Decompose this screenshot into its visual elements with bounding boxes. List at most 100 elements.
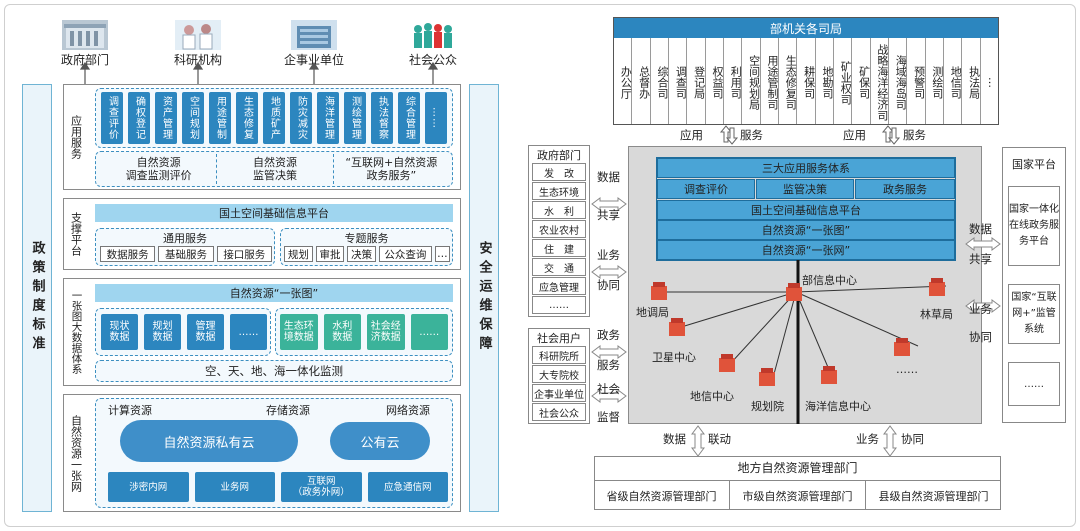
app-bottom-item: 自然资源 监管决策 [217,154,334,184]
app-services-title: 应用服务 [69,115,83,159]
local-dept-item: 县级自然资源管理部门 [878,489,989,503]
ministry-item: 权益司 [706,38,724,124]
general-service-item: 接口服务 [216,246,272,262]
supervision-bar: 监管决策 [756,179,854,199]
ministry-item: 耕保司 [797,38,816,124]
network-title: 自然资源一张网 [69,414,83,492]
network-label: 自然资源一张网 [66,398,86,508]
national-item-supervision: 国家“互联网+”监管系统 [1008,284,1060,344]
survey-eval-bar: 调查评价 [657,179,755,199]
ministry-item: 战略海洋经济司 [871,38,889,124]
compute-resource-label: 计算资源 [108,404,152,417]
lab-business-right: 业务 [969,302,992,316]
network-resource-label: 网络资源 [386,404,430,417]
center-bars [656,157,956,261]
node-ocean: 海洋信息中心 [805,400,871,413]
ministry-item: 生态修复司 [779,38,798,124]
node-geo-info: 地信中心 [690,390,734,403]
spatial-platform-bar: 国土空间基础信息平台 [95,204,453,222]
app-item: 确权登记 [128,92,150,144]
ministry-title: 部机关各司局 [614,18,998,38]
app-item: 防灾减灾 [290,92,312,144]
app-item: 生态修复 [236,92,258,144]
arrow-label-service1: 服务 [740,128,763,142]
bigdata-teal-items: 生态环 境数据水利 数据社会经 济数据…… [280,314,448,350]
bigdata-blue-item: 现状 数据 [101,314,138,350]
local-dept-title: 地方自然资源管理部门 [737,461,858,475]
national-item-more: …… [1008,362,1060,406]
one-map-bar: 自然资源“一张图” [95,284,453,302]
government-building-icon [62,20,108,50]
app-item: 空间规划 [182,92,204,144]
storage-resource-label: 存储资源 [266,404,310,417]
support-platform-label: 支撑平台 [66,202,86,266]
security-ops-column: 安全运维保障 [469,84,499,512]
gov-service-bar: 政务服务 [855,179,955,199]
node-info-center: 部信息中心 [802,274,857,287]
ministry-item: 登记局 [687,38,706,124]
one-map-center-bar: 自然资源“一张图” [657,220,955,240]
one-net-center-bar: 自然资源“一张网” [657,240,955,260]
general-service-item: 基础服务 [158,246,214,262]
ministry-item: 地勘司 [816,38,834,124]
special-service-item: 决策 [347,246,377,262]
lab-share-left: 共享 [597,208,620,222]
private-cloud: 自然资源私有云 [120,420,298,462]
node-more: …… [896,363,918,376]
gov-dept-items: 发 改生态环境水 利农业农村住 建交 通应急管理…… [532,163,586,315]
ministry-items: 办公厅总督办综合司调查司登记局权益司利用司空间规划局用途管制司生态修复司耕保司地… [614,38,999,124]
app-bottom-item: “互联网+自然资源 政务服务” [345,156,438,182]
support-platform-title: 支撑平台 [69,212,83,256]
general-service-item: 数据服务 [100,246,156,262]
social-user-item: 社会公众 [532,403,586,421]
gov-dept-item: 水 利 [532,201,586,219]
arrow-label-app2: 应用 [843,128,866,142]
ministry-item: 预警司 [907,38,926,124]
ministry-item: 空间规划局 [742,38,761,124]
national-platform-box [1002,147,1066,423]
lab-service-left: 服务 [597,358,620,372]
network-item: 涉密内网 [108,472,189,502]
social-users-box [528,328,590,424]
bigdata-teal-item: …… [410,314,448,350]
lab-link-bottom: 联动 [708,432,731,446]
general-services-title: 通用服务 [163,232,207,245]
local-dept-box [594,456,1001,510]
app-item: 地质矿产 [263,92,285,144]
top-label-gov: 政府部门 [60,53,109,67]
lab-data-right: 数据 [969,222,992,236]
app-item: …… [425,92,447,144]
bigdata-label: 一张图大数据体系 [66,282,86,382]
building-geo-survey [651,282,667,300]
app-item: 用途管制 [209,92,231,144]
special-services-title: 专题服务 [344,232,389,245]
national-item-online-gov: 国家一体化在线政务服务平台 [1008,186,1060,266]
top-label-enterprise: 企事业单位 [283,53,344,67]
building-info-center [786,283,802,301]
gov-dept-item: 交 通 [532,258,586,276]
building-satellite [669,318,685,336]
network-item: 互联网 （政务外网） [281,472,362,502]
building-ocean [821,366,837,384]
ministry-item: 矿业权司 [834,38,853,124]
ministry-center-arrows [719,125,901,145]
figure-frame [4,4,1076,527]
special-service-item: 规划 [284,246,313,262]
node-geo-survey: 地调局 [636,306,669,319]
left-double-arrows [591,197,627,403]
app-item: 调查评价 [101,92,123,144]
app-item: 综合管理 [398,92,420,144]
social-user-item: 大专院校 [532,365,586,383]
gov-dept-box [528,145,590,317]
gov-dept-item: …… [532,296,586,314]
monitoring-bar: 空、天、地、海一体化监测 [95,360,453,382]
lab-cooperate-left: 协同 [597,278,620,292]
lab-affairs-left: 政务 [597,328,620,342]
right-double-arrows [965,237,1001,313]
bigdata-blue-item: 规划 数据 [144,314,181,350]
ministry-item: 调查司 [669,38,688,124]
special-services-items: 规划审批决策公众查询… [284,246,451,262]
network-items: 涉密内网业务网互联网 （政务外网）应急通信网 [108,472,448,502]
app-items: 调查评价确权登记资产管理空间规划用途管制生态修复地质矿产防灾减灾海洋管理测绘管理… [101,92,451,144]
ministry-item: 海域海岛司 [889,38,908,124]
